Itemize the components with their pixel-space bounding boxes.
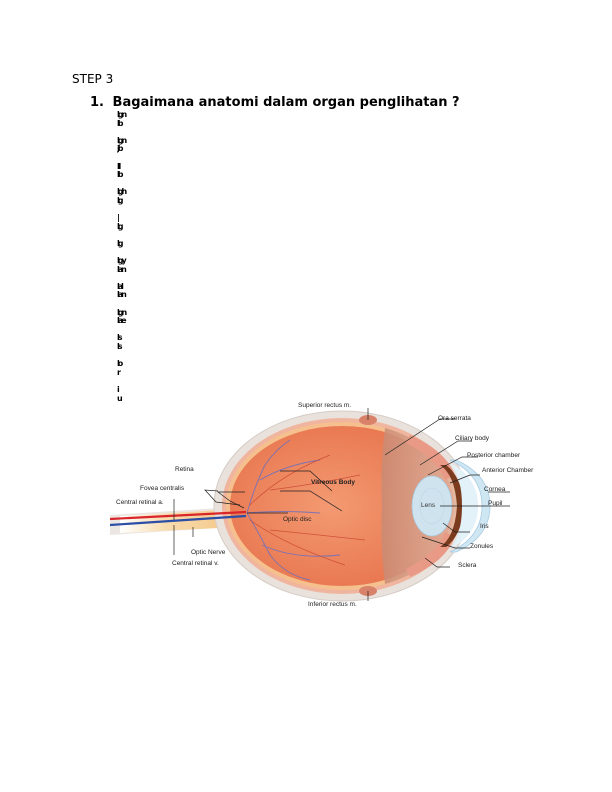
garbled-text-line [117, 180, 131, 189]
ciliary-body-bottom [406, 532, 455, 577]
label-sclera: Sclera [458, 562, 477, 569]
label-iris: Iris [480, 523, 489, 530]
garbled-text-line: lal [117, 282, 124, 291]
garbled-text-line: | [117, 214, 120, 223]
leader-lines [173, 408, 510, 601]
label-anterior-chamber: Anterior Chamber [482, 467, 534, 474]
label-optic-disc: Optic disc [283, 516, 312, 523]
garbled-text-line: ls [117, 343, 123, 352]
garbled-text-line: lb [117, 171, 123, 180]
garbled-text-line: lgn [117, 136, 127, 145]
garbled-text-line: lgn [117, 308, 127, 317]
garbled-text-line: lo [117, 360, 123, 369]
central-retinal-artery [110, 510, 247, 521]
garbled-text-line [117, 206, 131, 215]
label-retina: Retina [175, 466, 194, 473]
garbled-text-line [117, 326, 131, 335]
label-posterior-chamber: Posterior chamber [467, 452, 521, 459]
garbled-text-line: u [117, 394, 123, 403]
label-central-retinal-vein: Central retinal v. [172, 560, 219, 567]
garbled-text-line: lg [117, 222, 123, 231]
label-cornea: Cornea [484, 486, 506, 493]
ciliary-body-top [406, 435, 455, 480]
label-ora-serrata: Ora serrata [438, 415, 471, 422]
garbled-text-line: lil [117, 162, 121, 171]
cornea [449, 459, 491, 553]
label-superior-rectus: Superior rectus m. [298, 402, 352, 409]
garbled-text-line: lan [117, 291, 127, 300]
garbled-text-line: jb [117, 145, 123, 154]
garbled-text-line [117, 154, 131, 163]
label-pupil: Pupil [488, 500, 503, 507]
label-lens: Lens [421, 502, 436, 509]
garbled-text-line: lan [117, 265, 127, 274]
garbled-text-line: lgn [117, 111, 127, 119]
garbled-text-line: ls [117, 334, 123, 343]
label-fovea-centralis: Fovea centralis [140, 485, 185, 492]
question-item: 1. Bagaimana anatomi dalam organ penglih… [90, 95, 460, 110]
question-text: Bagaimana anatomi dalam organ penglihata… [112, 95, 460, 110]
garbled-text-line [117, 274, 131, 283]
eye-diagram [110, 408, 510, 602]
iris [440, 465, 464, 547]
retinal-arteries [249, 454, 366, 566]
garbled-text-line: lgy [117, 257, 127, 266]
question-number: 1. [90, 95, 104, 110]
label-ciliary-body: Ciliary body [455, 435, 489, 442]
garbled-text-line [117, 249, 131, 258]
label-inferior-rectus: Inferior rectus m. [308, 601, 357, 608]
eye-anatomy-figure: Superior rectus m. Ora serrata Ciliary b… [110, 395, 560, 615]
garbled-text-line: lg [117, 239, 123, 248]
garbled-text-line: i [117, 386, 120, 394]
retinal-vessels [246, 439, 341, 581]
central-retinal-vein [110, 514, 247, 527]
garbled-text-line [117, 377, 131, 386]
garbled-text-line: r [117, 368, 121, 377]
label-central-retinal-artery: Central retinal a. [116, 499, 164, 506]
garbled-text-line: lg [117, 196, 123, 205]
label-vitreous-body: Vitreous Body [311, 479, 355, 486]
label-zonules: Zonules [470, 543, 494, 550]
garbled-text-line: lb [117, 119, 123, 128]
label-optic-nerve: Optic Nerve [191, 549, 226, 556]
garbled-text-line: lae [117, 317, 127, 326]
garbled-text-line [117, 128, 131, 137]
garbled-text-line [117, 231, 131, 240]
garbled-text-line [117, 300, 131, 309]
garbled-text-line [117, 352, 131, 361]
garbled-text-line: lgh [117, 188, 127, 197]
step-heading: STEP 3 [72, 72, 114, 86]
